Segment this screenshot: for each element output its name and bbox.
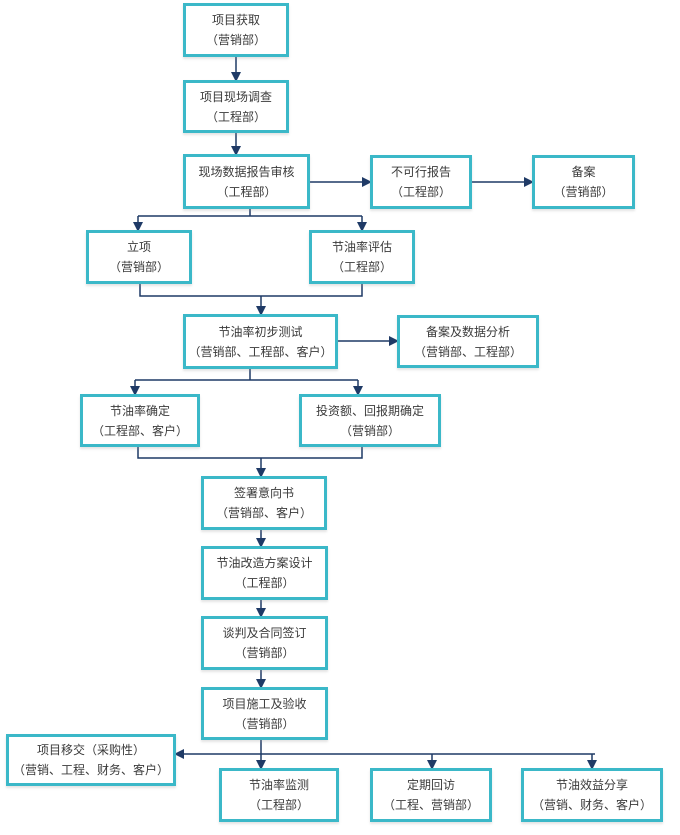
node-title: 节油率初步测试 [218,324,303,339]
node-dept: （营销部） [234,646,295,660]
node-title: 节油改造方案设计 [216,556,313,570]
node-title: 立项 [126,240,151,254]
node-dept: （营销部、工程部、客户） [188,344,333,359]
node-dept: （营销、工程、财务、客户） [12,763,169,777]
node-dept: （营销部、工程部） [413,344,522,359]
node-dept: （营销部） [339,423,400,438]
connector-merge-n8 [139,284,363,297]
node-letter-of-intent: 签署意向书 （营销部、客户） [201,476,327,530]
node-regular-followup: 定期回访 （工程、营销部） [370,768,492,822]
node-data-report-review: 现场数据报告审核 （工程部） [183,154,310,209]
node-infeasible-report: 不可行报告 （工程部） [370,155,472,209]
node-dept: （营销部） [108,260,169,274]
node-preliminary-test: 节油率初步测试 （营销部、工程部、客户） [183,314,338,369]
node-title: 现场数据报告审核 [198,164,295,179]
node-title: 节油率监测 [248,778,309,792]
node-dept: （工程部） [248,798,309,812]
connector-n8-split [135,369,358,381]
node-dept: （工程部） [205,109,266,124]
node-title: 备案及数据分析 [425,324,510,339]
node-filing-data-analysis: 备案及数据分析 （营销部、工程部） [397,315,539,368]
node-dept: （营销部） [205,33,266,47]
node-construction-acceptance: 项目施工及验收 （营销部） [201,687,328,740]
node-title: 谈判及合同签订 [222,626,307,640]
node-title: 定期回访 [406,778,455,792]
node-site-survey: 项目现场调查 （工程部） [183,80,289,133]
node-title: 项目获取 [211,13,260,27]
node-title: 项目移交（采购性） [36,743,145,757]
node-project-approval: 立项 （营销部） [86,230,192,284]
node-project-handover: 项目移交（采购性） （营销、工程、财务、客户） [6,734,176,786]
node-title: 节油效益分享 [555,778,628,792]
node-savings-rate-assessment: 节油率评估 （工程部） [309,230,415,284]
node-dept: （营销、财务、客户） [531,798,652,812]
node-investment-payback: 投资额、回报期确定 （营销部） [299,394,441,447]
node-filing: 备案 （营销部） [532,155,635,209]
node-dept: （工程部、客户） [91,423,188,438]
node-title: 不可行报告 [390,165,451,179]
node-dept: （营销部） [553,185,614,199]
node-retrofit-design: 节油改造方案设计 （工程部） [201,546,328,600]
node-dept: （工程部） [331,260,392,274]
connector-n3-split [138,209,362,217]
node-savings-rate-confirmation: 节油率确定 （工程部、客户） [80,394,200,447]
node-title: 节油率确定 [109,403,170,418]
node-dept: （工程、营销部） [382,798,479,812]
node-dept: （工程部） [216,184,277,199]
node-dept: （营销部） [234,716,295,731]
node-dept: （工程部） [234,576,295,590]
node-title: 节油率评估 [331,240,392,254]
node-dept: （工程部） [390,185,451,199]
node-negotiation-contract: 谈判及合同签订 （营销部） [201,616,328,670]
node-title: 签署意向书 [233,486,294,500]
node-savings-benefit-sharing: 节油效益分享 （营销、财务、客户） [521,768,663,822]
node-title: 备案 [571,165,596,179]
node-dept: （营销部、客户） [215,506,312,520]
node-title: 项目现场调查 [199,89,272,104]
node-savings-rate-monitoring: 节油率监测 （工程部） [219,768,339,822]
node-title: 项目施工及验收 [222,696,307,711]
node-title: 投资额、回报期确定 [315,403,424,418]
node-project-acquisition: 项目获取 （营销部） [183,3,289,57]
connector-merge-n12 [137,446,363,459]
